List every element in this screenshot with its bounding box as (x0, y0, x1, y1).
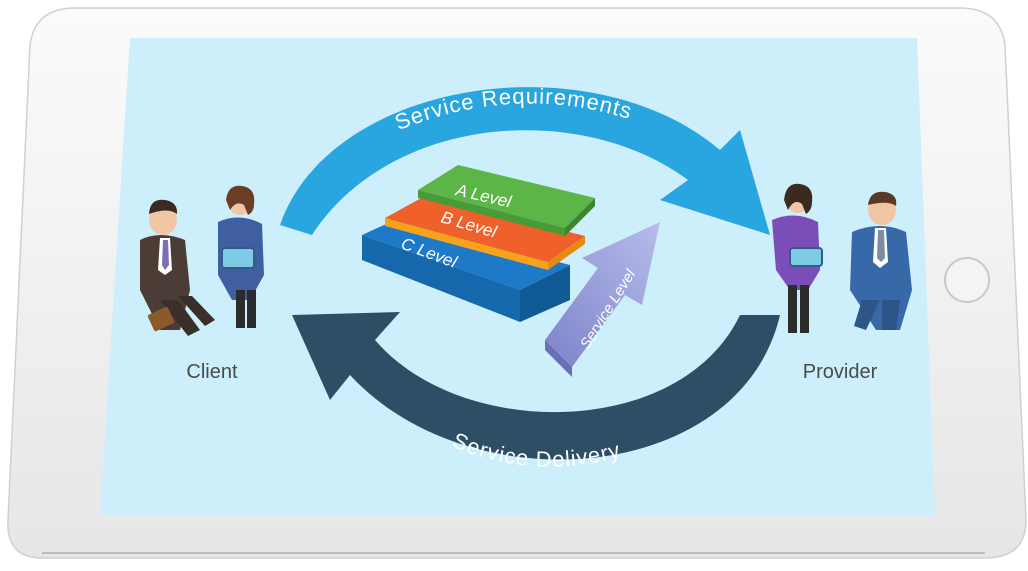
level-b-block (385, 196, 585, 270)
home-button[interactable] (944, 257, 990, 303)
service-level-stack: A Level B Level C Level (362, 165, 595, 322)
provider-woman-figure (772, 183, 823, 333)
client-man-figure (140, 199, 215, 336)
client-woman-figure (218, 185, 264, 328)
level-a-block (418, 165, 595, 236)
service-delivery-arrow: Service Delivery (292, 312, 780, 472)
level-c-block (362, 220, 570, 322)
client-label: Client (186, 361, 238, 383)
provider-man-figure (850, 191, 912, 330)
provider-label: Provider (803, 361, 878, 383)
